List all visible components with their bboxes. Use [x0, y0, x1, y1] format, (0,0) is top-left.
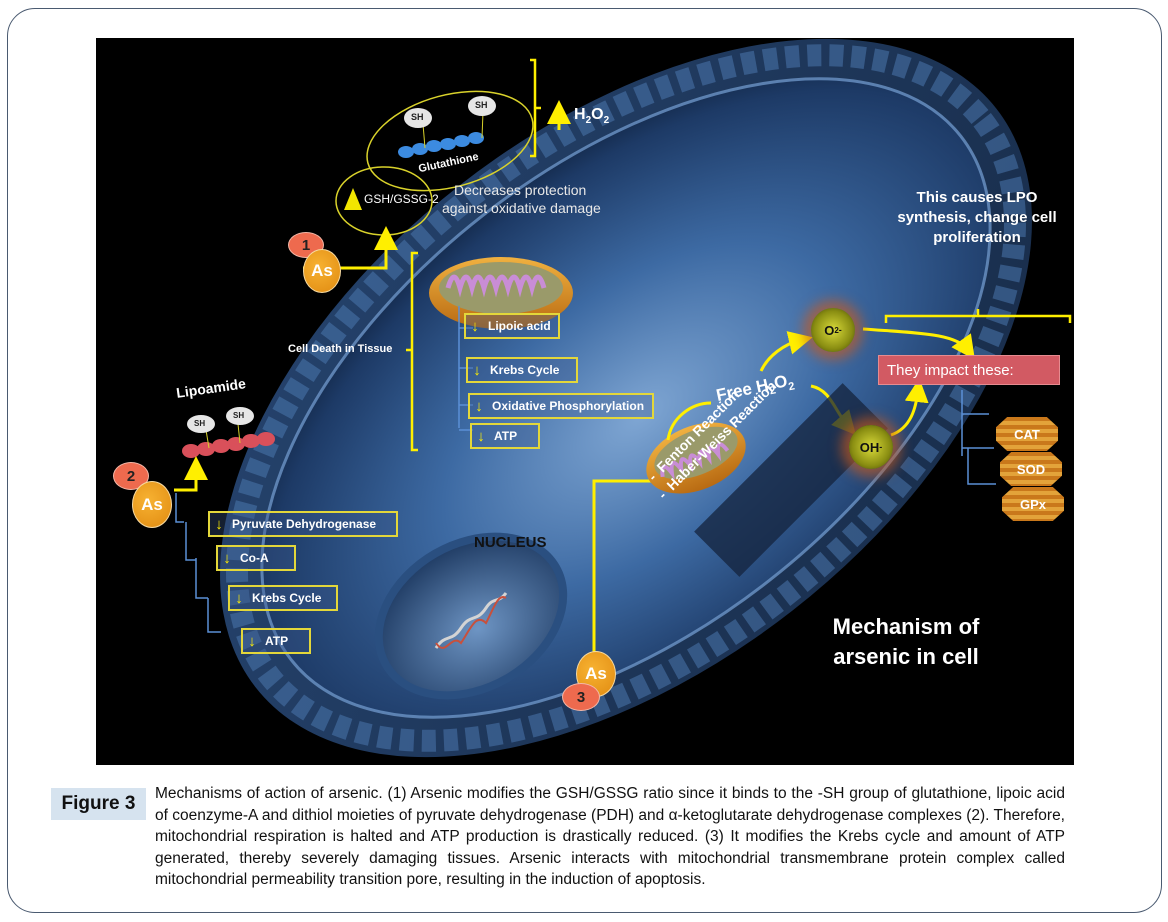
arsenic-marker-1: As [303, 249, 341, 293]
enzyme-cat: CAT [996, 417, 1058, 451]
sh-group [187, 415, 215, 433]
down-arrow-icon: ↓ [471, 317, 479, 335]
pathway-number-3: 3 [562, 683, 600, 711]
effect-box-lipoic-acid: ↓ Lipoic acid [464, 313, 560, 339]
cell-death-bracket [406, 251, 418, 452]
glutathione-ellipse [366, 90, 534, 192]
effect-box-atp: ↓ ATP [470, 423, 540, 449]
cell-illustration [174, 38, 1072, 758]
radical-sup: - [879, 442, 883, 452]
figure-caption: Mechanisms of action of arsenic. (1) Ars… [155, 785, 1065, 888]
cell-membrane-scales [226, 44, 1026, 752]
effect-text: Lipoic acid [488, 319, 551, 333]
lpo-line: synthesis, change cell [897, 209, 1057, 226]
h2o2-sub: 2 [603, 115, 610, 127]
h2o2-h: H [574, 106, 586, 123]
effect-text: ATP [265, 634, 289, 648]
down-arrow-icon: ↓ [473, 361, 481, 379]
h2o2-o: O [591, 106, 604, 123]
radical-sub: 2 [834, 325, 839, 335]
effect-text: Oxidative Phosphorylation [492, 399, 645, 413]
h2o2-bracket [530, 58, 541, 158]
sh-group [404, 108, 432, 128]
effect-box-pyruvate-dehydrogenase: ↓ Pyruvate Dehydrogenase [208, 511, 398, 537]
dna-helix-icon [434, 592, 508, 649]
down-arrow-icon: ↓ [477, 427, 485, 445]
effect-box-co-a: ↓ Co-A [216, 545, 296, 571]
effect-box-krebs-cycle-2: ↓ Krebs Cycle [228, 585, 338, 611]
sh-group [226, 407, 254, 425]
h2o2-label: H2O2 [574, 106, 609, 126]
down-arrow-icon: ↓ [235, 589, 243, 607]
effect-text: Pyruvate Dehydrogenase [232, 517, 377, 531]
effect-box-oxidative-phosphorylation: ↓ Oxidative Phosphorylation [468, 393, 654, 419]
sh-label: SH [475, 100, 488, 110]
nucleus [374, 532, 568, 700]
lipoamide-chain [182, 432, 275, 458]
sh-label: SH [194, 419, 206, 428]
down-arrow-icon: ↓ [215, 515, 223, 533]
radical-oh: OH [859, 439, 880, 455]
figure-frame [7, 8, 1162, 913]
glutathione-chain [398, 132, 484, 158]
figure-title: Mechanism of arsenic in cell [826, 612, 986, 672]
effect-text: Krebs Cycle [490, 363, 560, 377]
title-line: arsenic in cell [833, 644, 979, 669]
effect-label-2: against oxidative damage [442, 200, 601, 216]
down-arrow-icon: ↓ [248, 632, 256, 650]
figure-image: SH SH Glutathione GSH/GSSG-2 Decreases p… [96, 38, 1074, 765]
figure-label: Figure 3 [51, 788, 146, 820]
enzyme-gpx: GPx [1002, 487, 1064, 521]
lpo-line: proliferation [933, 229, 1021, 246]
gsh-triangle-icon [344, 188, 362, 210]
down-arrow-icon: ↓ [223, 549, 231, 567]
lpo-bracket [884, 309, 1072, 323]
hydroxyl-radical: OH- [849, 425, 893, 469]
lpo-line: This causes LPO [916, 189, 1038, 206]
sh-group [468, 96, 496, 116]
sh-label: SH [233, 411, 245, 420]
title-line: Mechanism of [832, 614, 980, 639]
radical-o: O [824, 322, 835, 338]
effect-label-1: Decreases protection [454, 182, 587, 198]
impact-box: They impact these: [878, 355, 1060, 385]
cell-inner-edge [260, 77, 992, 719]
h2o2-sub: 2 [585, 115, 592, 127]
radical-sup: - [838, 325, 842, 335]
effect-text: Krebs Cycle [252, 591, 322, 605]
nucleus-label: NUCLEUS [474, 534, 547, 551]
lpo-label: This causes LPO synthesis, change cell p… [882, 188, 1072, 248]
cell-death-label: Cell Death in Tissue [288, 343, 393, 355]
effect-box-krebs-cycle: ↓ Krebs Cycle [466, 357, 578, 383]
gsh-gssg-ratio-label: GSH/GSSG-2 [364, 192, 439, 206]
enzyme-sod: SOD [1000, 452, 1062, 486]
effect-text: ATP [494, 429, 518, 443]
down-arrow-icon: ↓ [475, 397, 483, 415]
arsenic-marker-2: As [132, 481, 172, 528]
effect-text: Co-A [240, 551, 269, 565]
sh-label: SH [411, 112, 424, 122]
effect-box-atp-2: ↓ ATP [241, 628, 311, 654]
